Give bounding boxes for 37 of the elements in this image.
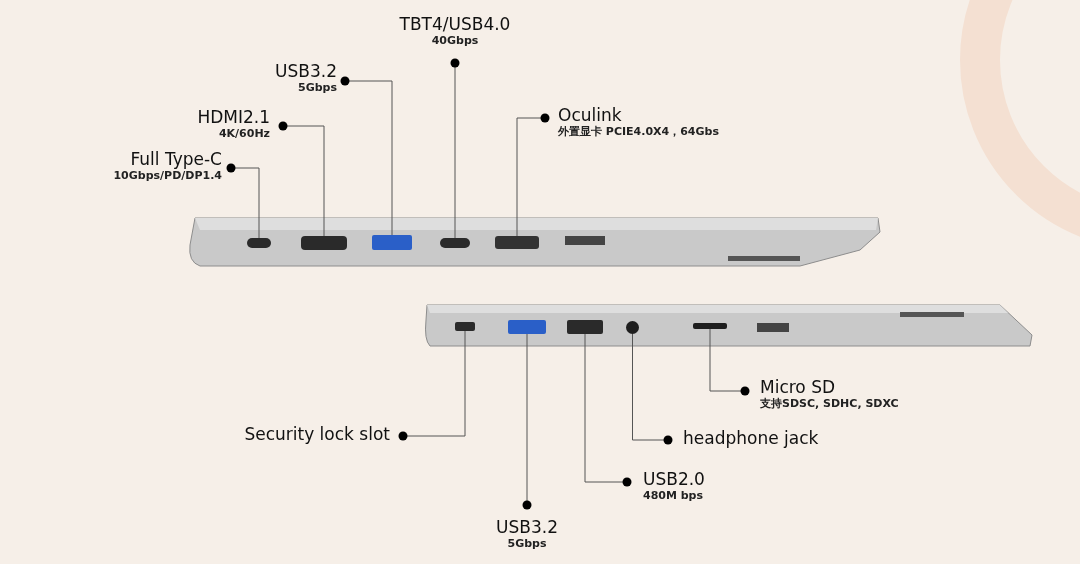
usb-a-port	[567, 320, 603, 334]
leader-line	[398, 330, 466, 441]
usb-c-port	[440, 238, 470, 248]
leader-line	[516, 113, 550, 237]
port-name: TBT4/USB4.0	[398, 15, 512, 35]
leader-line	[584, 333, 632, 487]
port-name: Micro SD	[760, 378, 837, 397]
port-spec: 10Gbps/PD/DP1.4	[112, 169, 222, 183]
port-name: headphone jack	[683, 429, 820, 449]
hdmi-port	[301, 236, 347, 250]
port-spec: 支持SDSC, SDHC, SDXC	[760, 397, 900, 411]
port-spec: 480M bps	[643, 489, 705, 503]
usb-a-port	[372, 235, 412, 250]
port-spec: 40Gbps	[430, 34, 480, 48]
port-name: Oculink	[558, 106, 623, 125]
port-name: Security lock slot	[243, 425, 390, 445]
port-name: USB2.0	[643, 470, 706, 490]
port-name: Full Type-C	[129, 150, 222, 170]
leader-line	[632, 333, 673, 445]
leader-line	[278, 121, 325, 237]
port-name: HDMI2.1	[196, 108, 270, 128]
port-spec: 外置显卡 PCIE4.0X4，64Gbs	[558, 125, 720, 139]
micro-sd-slot	[693, 323, 727, 329]
usb-c-port	[247, 238, 271, 248]
leader-line	[522, 333, 532, 510]
port-spec: 5Gbps	[297, 81, 337, 95]
usb-a-port	[508, 320, 546, 334]
port-name: USB3.2	[274, 62, 337, 82]
port-spec: 5Gbps	[506, 537, 548, 551]
leader-line	[450, 58, 460, 239]
lock-slot	[455, 322, 475, 331]
leader-line	[709, 328, 750, 396]
port-name: USB3.2	[495, 518, 559, 538]
port-spec: 4K/60Hz	[217, 127, 270, 141]
oculink-port	[495, 236, 539, 249]
leader-line	[340, 76, 393, 236]
leader-line	[226, 163, 260, 239]
